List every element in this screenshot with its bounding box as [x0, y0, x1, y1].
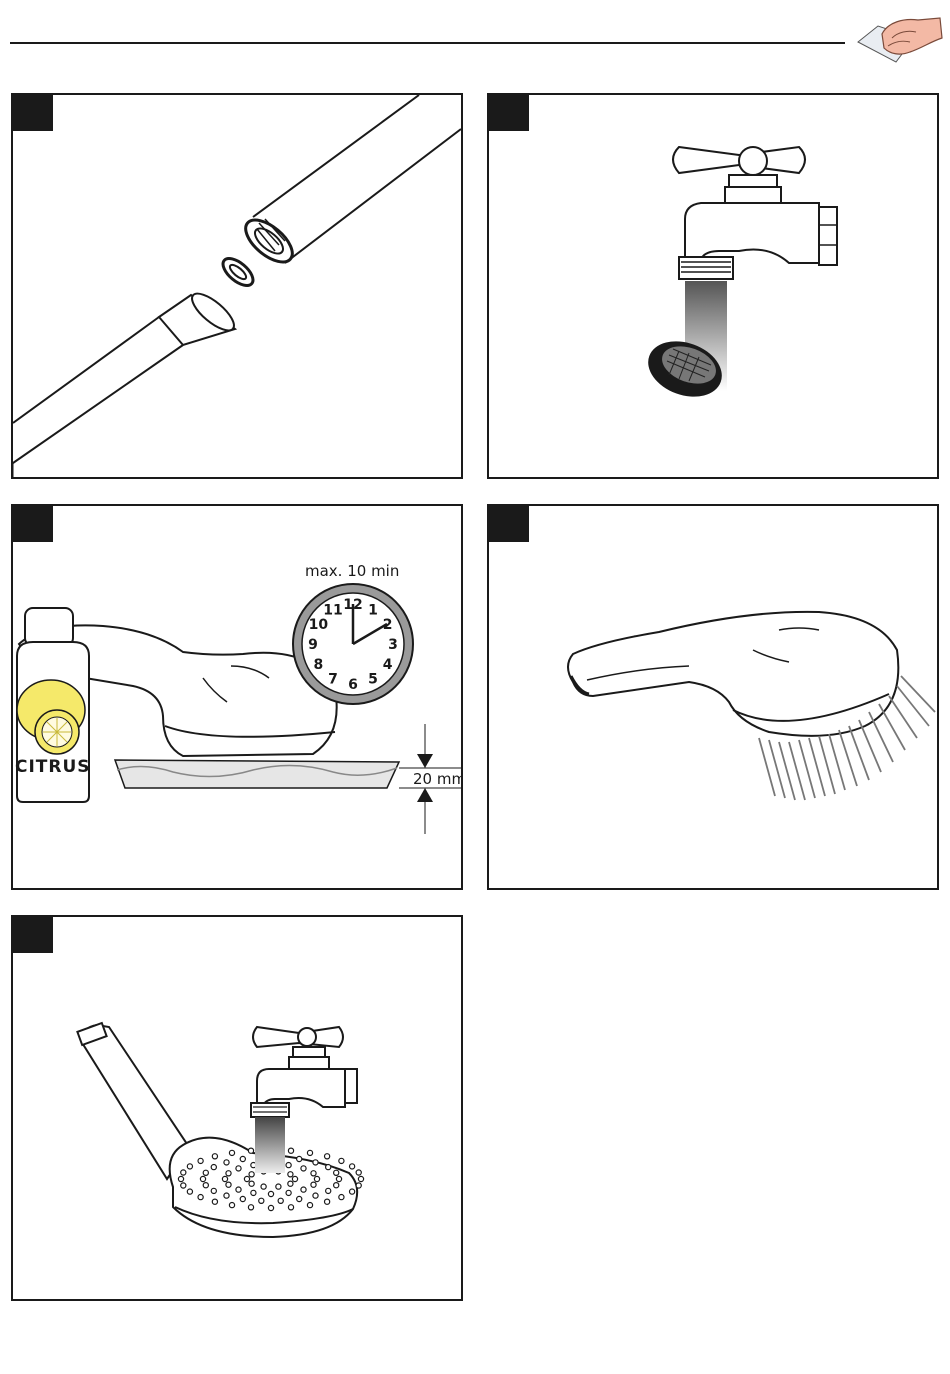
nozzle: [236, 1166, 241, 1171]
nozzle: [339, 1195, 344, 1200]
descaling-illustration: CITRUS 121234567891011 max. 10 min 20 mm: [13, 506, 461, 888]
nozzle: [311, 1171, 316, 1176]
nozzle: [259, 1198, 264, 1203]
nozzle: [286, 1190, 291, 1195]
nozzle: [200, 1176, 205, 1181]
hand-wiping-icon: [852, 8, 944, 70]
nozzle: [325, 1154, 330, 1159]
nozzle: [198, 1158, 203, 1163]
nozzle: [240, 1196, 245, 1201]
clock-numeral: 6: [348, 677, 358, 693]
nozzle: [178, 1176, 183, 1181]
nozzle: [288, 1205, 293, 1210]
nozzle: [236, 1187, 241, 1192]
depth-label: 20 mm: [413, 770, 461, 788]
clock-numeral: 5: [368, 672, 378, 688]
nozzle: [326, 1165, 331, 1170]
nozzle: [248, 1205, 253, 1210]
nozzle: [314, 1176, 319, 1181]
nozzle: [288, 1172, 293, 1177]
nozzle: [278, 1198, 283, 1203]
nozzle: [222, 1176, 227, 1181]
nozzle: [334, 1170, 339, 1175]
nozzle: [356, 1170, 361, 1175]
clock-numeral: 10: [309, 617, 329, 633]
nozzle: [211, 1188, 216, 1193]
nozzle: [224, 1193, 229, 1198]
nozzle: [350, 1164, 355, 1169]
clock-numeral: 4: [383, 657, 393, 673]
faucet-filter-illustration: [489, 95, 937, 477]
nozzle: [181, 1170, 186, 1175]
nozzle: [240, 1156, 245, 1161]
nozzle: [292, 1176, 297, 1181]
nozzle: [268, 1205, 273, 1210]
bottle-label: CITRUS: [15, 757, 91, 777]
nozzle: [286, 1163, 291, 1168]
nozzle: [311, 1182, 316, 1187]
nozzle: [334, 1183, 339, 1188]
panel-step-5: [11, 915, 463, 1301]
nozzle: [203, 1170, 208, 1175]
nozzle: [301, 1166, 306, 1171]
nozzle: [181, 1183, 186, 1188]
nozzle: [307, 1150, 312, 1155]
nozzle: [301, 1187, 306, 1192]
nozzle: [187, 1164, 192, 1169]
hose-connection-illustration: [13, 95, 461, 477]
nozzle: [244, 1176, 249, 1181]
nozzle: [313, 1193, 318, 1198]
nozzle: [307, 1203, 312, 1208]
clock-numeral: 3: [388, 637, 398, 653]
nozzle: [212, 1154, 217, 1159]
nozzle: [203, 1183, 208, 1188]
clock-label: max. 10 min: [305, 562, 399, 580]
nozzle: [187, 1189, 192, 1194]
rinse-illustration: [13, 917, 461, 1299]
nozzle: [229, 1150, 234, 1155]
nozzle: [288, 1148, 293, 1153]
nozzle: [224, 1160, 229, 1165]
nozzle: [211, 1165, 216, 1170]
shower-spray-illustration: [489, 506, 937, 888]
clock-numeral: 8: [314, 657, 324, 673]
nozzle: [336, 1176, 341, 1181]
clock-numeral: 7: [328, 672, 338, 688]
nozzle: [297, 1156, 302, 1161]
nozzle: [249, 1172, 254, 1177]
nozzle: [297, 1196, 302, 1201]
nozzle: [248, 1148, 253, 1153]
clock-numeral: 9: [308, 637, 318, 653]
nozzle: [212, 1199, 217, 1204]
panel-step-3: CITRUS 121234567891011 max. 10 min 20 mm: [11, 504, 463, 890]
nozzle: [350, 1189, 355, 1194]
nozzle: [358, 1176, 363, 1181]
nozzle: [339, 1158, 344, 1163]
clock-numeral: 1: [368, 602, 378, 618]
nozzle: [229, 1203, 234, 1208]
header-rule: [10, 42, 845, 44]
nozzle: [249, 1181, 254, 1186]
nozzle: [198, 1195, 203, 1200]
nozzle: [356, 1183, 361, 1188]
nozzle: [276, 1184, 281, 1189]
nozzle: [251, 1190, 256, 1195]
nozzle: [288, 1181, 293, 1186]
nozzle: [268, 1191, 273, 1196]
panel-step-2: [487, 93, 939, 479]
nozzle: [326, 1188, 331, 1193]
nozzle: [325, 1199, 330, 1204]
nozzle: [313, 1160, 318, 1165]
nozzle: [226, 1171, 231, 1176]
nozzle: [261, 1184, 266, 1189]
panel-step-4: [487, 504, 939, 890]
nozzle: [226, 1182, 231, 1187]
clock-numeral: 11: [323, 602, 342, 618]
panel-step-1: [11, 93, 463, 479]
